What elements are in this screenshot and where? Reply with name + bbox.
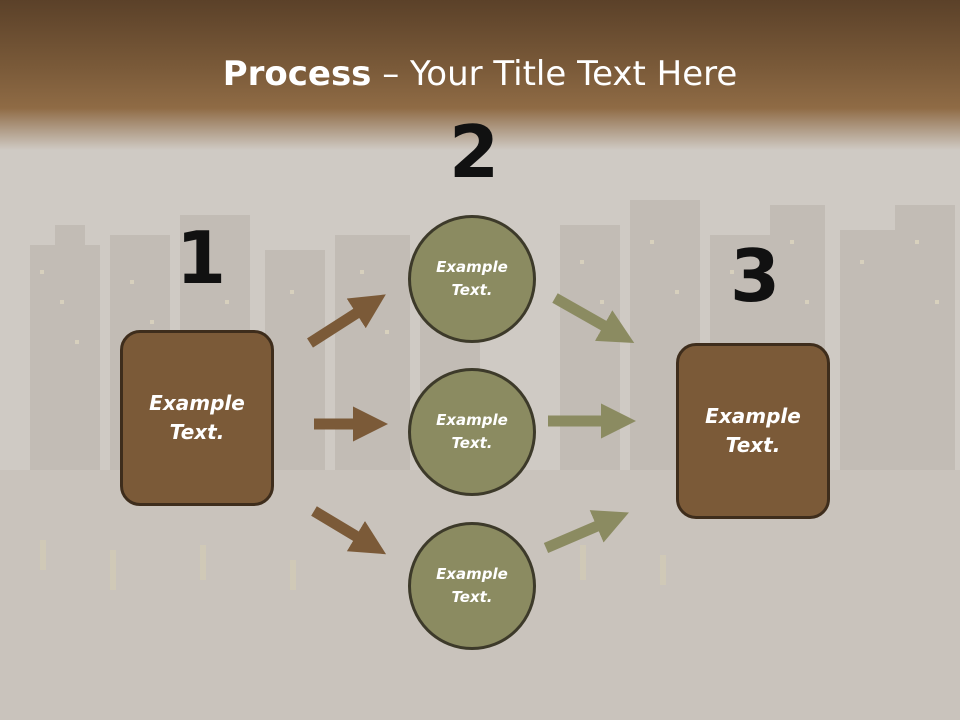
arrow-left-to-top [307, 294, 386, 348]
step-number-2: 2 [449, 110, 500, 194]
title-rest-part: – Your Title Text Here [371, 54, 738, 94]
slide-title: Process – Your Title Text Here [0, 52, 960, 96]
arrow-top-to-right [552, 293, 635, 343]
middle-circle-label: Example Text. [436, 411, 508, 452]
middle-process-circle[interactable]: Example Text. [408, 368, 536, 496]
left-box-label: Example Text. [149, 391, 245, 444]
left-process-box[interactable]: Example Text. [120, 330, 274, 506]
top-circle-label: Example Text. [436, 258, 508, 299]
right-process-box[interactable]: Example Text. [676, 343, 830, 519]
title-strong-part: Process [222, 54, 372, 94]
right-box-label: Example Text. [705, 404, 801, 457]
step-number-1: 1 [176, 216, 227, 300]
bottom-process-circle[interactable]: Example Text. [408, 522, 536, 650]
bottom-circle-label: Example Text. [436, 565, 508, 606]
arrow-left-to-bottom [311, 506, 387, 555]
arrow-bottom-to-right [543, 510, 629, 554]
step-number-3: 3 [730, 234, 781, 318]
top-process-circle[interactable]: Example Text. [408, 215, 536, 343]
title-header-band [0, 0, 960, 150]
